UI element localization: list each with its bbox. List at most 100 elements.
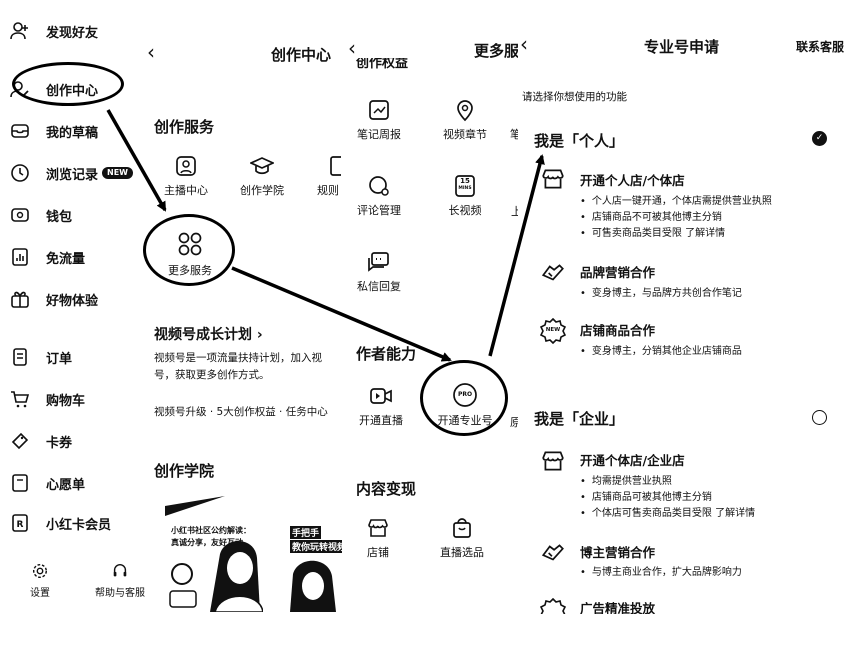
academy-card-1[interactable]: 小红书社区公约解读： 真诚分享，友好互动 [165, 496, 263, 612]
menu-item-label: 小红卡会员 [46, 517, 112, 533]
monetize-item-label: 直播选品 [440, 546, 484, 559]
rules-doc-icon [330, 156, 342, 176]
service-long-video[interactable]: 15 MINS 长视频 [438, 174, 492, 218]
live-camera-icon [370, 388, 392, 404]
academy-card-2[interactable]: 手把手 教你玩转视频号 [288, 496, 342, 612]
back-chevron-icon[interactable]: ‹ [348, 36, 356, 60]
author-item-label-cut[interactable]: 原 [510, 416, 521, 429]
author-abilities-heading: 作者能力 [356, 345, 417, 363]
option-bullet: 与博主商业合作，扩大品牌影响力 [580, 563, 742, 578]
service-weekly-report[interactable]: 笔记周报 [352, 98, 406, 142]
menu-item-free-data[interactable]: 免流量 [10, 244, 85, 270]
option-precise-ads[interactable]: 广告精准投放 [518, 594, 847, 614]
growth-links[interactable]: 视频号升级 · 5大创作权益 · 任务中心 [154, 406, 328, 418]
settings-button[interactable]: 设置 [22, 562, 58, 599]
option-bullet: 个体店可售卖商品类目受限 了解详情 [580, 504, 755, 519]
highlight-circle-creator-center [12, 62, 124, 106]
menu-item-drafts[interactable]: 我的草稿 [10, 118, 98, 144]
page-title: 创作中心 [271, 46, 332, 64]
growth-plan-title: 视频号成长计划 [154, 327, 252, 343]
wallet-icon [11, 208, 29, 222]
contact-support-link[interactable]: 联系客服 [796, 40, 845, 54]
service-comment-management[interactable]: 评论管理 [352, 174, 406, 218]
gift-icon [11, 291, 29, 308]
academy-card-1-illustration [165, 496, 263, 612]
enterprise-heading: 我是「企业」 [534, 410, 625, 428]
academy-heading: 创作学院 [154, 462, 215, 480]
shop-icon [368, 519, 388, 537]
chevron-right-icon: › [256, 327, 263, 343]
menu-item-product-trial[interactable]: 好物体验 [10, 286, 98, 312]
function-prompt: 请选择你想使用的功能 [522, 91, 627, 103]
more-services-screen: ‹ 更多服 创作权益 笔记周报 视频章节 笔 评论管理 15 MINS 长视频 … [342, 0, 522, 651]
gear-icon [32, 563, 48, 579]
wishlist-icon [12, 474, 28, 492]
location-pin-icon [457, 100, 473, 122]
option-bullet: 可售卖商品类目受限 了解详情 [580, 224, 725, 239]
service-live-selection[interactable]: 直播选品 [432, 516, 492, 560]
service-academy[interactable]: 创作学院 [237, 154, 287, 198]
service-label: 长视频 [448, 204, 482, 217]
data-chart-icon [12, 248, 28, 266]
menu-item-label: 好物体验 [46, 293, 99, 309]
handshake-icon [541, 264, 564, 281]
menu-item-coupons[interactable]: 卡券 [10, 428, 72, 454]
personal-radio-checked[interactable]: ✓ [812, 131, 827, 146]
option-blogger-marketing[interactable]: 博主营销合作 与博主商业合作，扩大品牌影响力 [518, 536, 847, 586]
option-brand-marketing[interactable]: 品牌营销合作 变身博主，与品牌方共创合作笔记 [518, 256, 847, 306]
message-icon [368, 252, 389, 272]
option-personal-shop[interactable]: 开通个人店/个体店 个人店一键开通，个体店需提供营业执照 店铺商品不可被其他博主… [518, 160, 847, 246]
option-bullet: 变身博主，与品牌方共创合作笔记 [580, 284, 742, 299]
monetize-item-label: 店铺 [367, 546, 389, 559]
back-chevron-icon[interactable]: ‹ [520, 32, 528, 56]
option-bullet: 变身博主，分销其他企业店铺商品 [580, 342, 742, 357]
growth-plan-link[interactable]: 视频号成长计划 › [154, 324, 263, 344]
order-list-icon [13, 348, 27, 366]
coupon-icon [11, 432, 29, 450]
clock-icon [11, 164, 29, 182]
svg-text:R: R [17, 520, 24, 530]
option-enterprise-shop[interactable]: 开通个体店/企业店 均需提供营业执照 店铺商品可被其他博主分销 个体店可售卖商品… [518, 442, 847, 528]
headset-icon [113, 564, 127, 577]
option-store-product-cooperation[interactable]: NEW 店铺商品合作 变身博主，分销其他企业店铺商品 [518, 314, 847, 364]
back-chevron-icon[interactable]: ‹ [147, 40, 155, 64]
menu-item-membership[interactable]: R 小红卡会员 [10, 510, 111, 536]
service-rules[interactable]: 规则 [317, 154, 342, 198]
enterprise-radio[interactable] [812, 410, 827, 425]
help-button[interactable]: 帮助与客服 [92, 562, 145, 599]
service-host-center[interactable]: 主播中心 [163, 154, 209, 198]
handshake-icon [541, 544, 564, 561]
highlight-circle-pro-account [420, 360, 508, 436]
growth-desc-line2: 号，获取更多创作方式。 [154, 369, 270, 381]
service-video-chapters[interactable]: 视频章节 [438, 98, 492, 142]
service-label: 主播中心 [164, 184, 208, 197]
service-label: 创作学院 [240, 184, 284, 197]
menu-item-label: 我的草稿 [46, 125, 99, 141]
services-heading: 创作服务 [154, 118, 215, 136]
pro-account-apply-screen: ‹ 专业号申请 联系客服 请选择你想使用的功能 我是「个人」 ✓ 开通个人店/个… [518, 0, 847, 651]
draft-box-icon [11, 124, 29, 138]
service-dm-reply[interactable]: 私信回复 [352, 250, 406, 294]
menu-item-history[interactable]: 浏览记录 NEW [10, 160, 133, 186]
option-bullet: 店铺商品可被其他博主分销 [580, 488, 712, 503]
shopping-bag-icon [453, 518, 471, 538]
member-card-icon: R [12, 514, 28, 532]
start-live-button[interactable]: 开通直播 [356, 384, 406, 428]
menu-item-label: 心愿单 [46, 477, 86, 493]
menu-item-wallet[interactable]: 钱包 [10, 202, 72, 228]
add-user-icon [10, 22, 28, 40]
menu-item-cart[interactable]: 购物车 [10, 386, 85, 412]
comment-bubble-icon [369, 176, 389, 196]
menu-item-wishlist[interactable]: 心愿单 [10, 470, 85, 496]
service-label-cut[interactable]: 笔 [510, 128, 521, 141]
menu-item-add-friends[interactable]: 发现好友 [10, 18, 98, 44]
service-shop[interactable]: 店铺 [356, 516, 400, 560]
academy-card-2-text1: 手把手 [290, 526, 322, 539]
monetization-heading: 内容变现 [356, 480, 417, 498]
graduation-cap-icon [248, 157, 276, 175]
creator-center-screen: ‹ 创作中心 创作服务 主播中心 创作学院 规则 更多服务 视频号成长计划 › … [145, 0, 342, 651]
new-badge-text: NEW [545, 327, 561, 333]
option-bullet: 均需提供营业执照 [580, 472, 672, 487]
shop-icon [542, 451, 564, 471]
menu-item-orders[interactable]: 订单 [10, 344, 72, 370]
